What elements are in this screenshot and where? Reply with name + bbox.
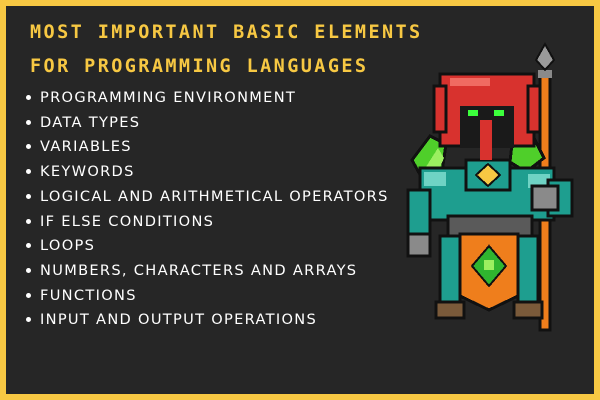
list-item: KEYWORDS xyxy=(22,160,422,185)
leg-left xyxy=(438,234,462,310)
list-item: LOOPS xyxy=(22,234,422,259)
elements-list: PROGRAMMING ENVIRONMENT DATA TYPES VARIA… xyxy=(22,86,422,333)
boot-left xyxy=(434,300,466,320)
shield-gem-highlight xyxy=(484,260,494,270)
helmet-highlight xyxy=(450,78,490,86)
list-item: INPUT AND OUTPUT OPERATIONS xyxy=(22,308,422,333)
list-item: NUMBERS, CHARACTERS AND ARRAYS xyxy=(22,259,422,284)
helmet-side-right xyxy=(526,84,542,134)
list-item: VARIABLES xyxy=(22,135,422,160)
pixel-knight-icon xyxy=(406,41,574,332)
helmet-side-left xyxy=(432,84,448,134)
armor-highlight-left xyxy=(424,172,446,186)
eye-right-icon xyxy=(494,110,504,116)
gauntlet-left xyxy=(406,232,432,258)
heading-line-1: MOST IMPORTANT BASIC ELEMENTS xyxy=(30,22,423,43)
helmet-nose-guard xyxy=(480,120,492,160)
list-item: IF ELSE CONDITIONS xyxy=(22,210,422,235)
list-item: LOGICAL AND ARITHMETICAL OPERATORS xyxy=(22,185,422,210)
staff-collar xyxy=(538,70,552,78)
heading-line-2: FOR PROGRAMMING LANGUAGES xyxy=(30,56,369,77)
chest-emblem-icon xyxy=(474,162,502,188)
heading: MOST IMPORTANT BASIC ELEMENTS FOR PROGRA… xyxy=(30,16,470,84)
staff-spearhead-icon xyxy=(534,41,556,72)
list-item: DATA TYPES xyxy=(22,111,422,136)
arm-left xyxy=(406,188,432,240)
list-item: FUNCTIONS xyxy=(22,284,422,309)
leg-right xyxy=(516,234,540,310)
list-item: PROGRAMMING ENVIRONMENT xyxy=(22,86,422,111)
gauntlet-right xyxy=(530,184,560,212)
eye-left-icon xyxy=(468,110,478,116)
info-card: MOST IMPORTANT BASIC ELEMENTS FOR PROGRA… xyxy=(6,6,594,394)
boot-right xyxy=(512,300,544,320)
